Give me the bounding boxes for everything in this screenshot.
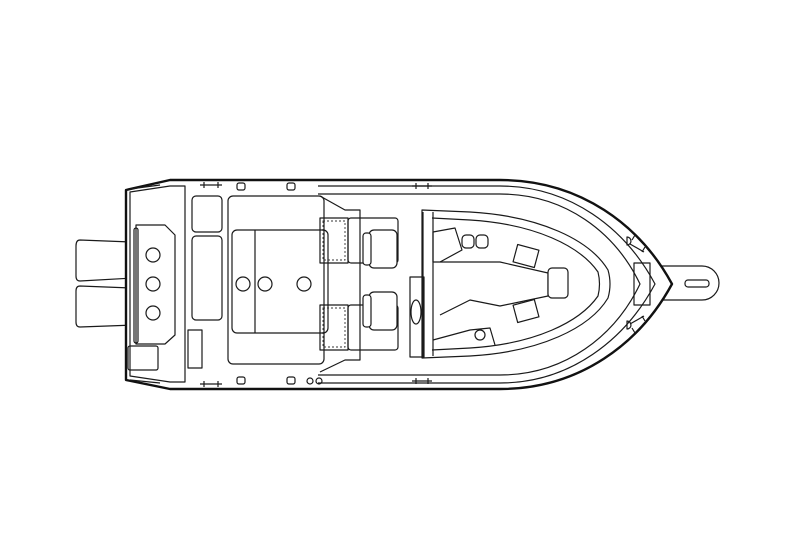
helm-seat-back	[362, 232, 372, 266]
transom-platform	[135, 224, 176, 345]
cockpit-deck	[227, 195, 325, 365]
forward-cockpit-inner	[431, 217, 601, 351]
transom-hatch	[145, 276, 161, 292]
bow-cushion	[512, 298, 540, 324]
stern-cleat	[129, 379, 161, 384]
companion-seat	[368, 291, 398, 331]
cooler	[461, 234, 475, 249]
swim-ladder	[127, 345, 159, 371]
transom-hatch	[145, 305, 161, 321]
aft-locker	[191, 195, 223, 233]
gunwale-outer	[318, 185, 656, 384]
helm-locker-top-hatch	[322, 220, 346, 261]
helm-locker-bottom-hatch	[322, 307, 346, 348]
cooler	[475, 234, 489, 249]
outboard-engine-bottom	[75, 285, 135, 328]
steering-wheel	[410, 299, 422, 325]
bow-table	[547, 267, 569, 299]
bow-console	[432, 227, 463, 263]
fish-box	[231, 229, 329, 334]
deck-drain	[257, 276, 273, 292]
bow-light	[626, 236, 632, 246]
transom-inner	[129, 185, 186, 383]
companion-seat-back	[362, 294, 372, 328]
bow-light	[626, 320, 632, 330]
bow-cleat	[629, 315, 646, 334]
deck-drain	[296, 276, 312, 292]
forward-cockpit-outline	[421, 209, 611, 359]
side-cleats	[200, 182, 432, 387]
cup-holder	[474, 329, 486, 341]
transom-grab-rail	[133, 227, 139, 344]
gunwale-inner	[318, 193, 641, 376]
aft-locker	[191, 235, 223, 321]
deck-drain	[235, 276, 251, 292]
anchor-slot	[684, 279, 710, 288]
hull-outline	[124, 178, 674, 391]
anchor-locker	[633, 262, 651, 306]
outboard-engine-top	[75, 239, 135, 282]
transom-hatch	[145, 247, 161, 263]
bow-storage	[432, 327, 496, 346]
bow-cleat	[629, 234, 646, 253]
helm-dash	[409, 276, 425, 358]
helm-seat	[368, 229, 398, 269]
aft-bulkhead	[187, 329, 203, 369]
bow-cushion	[512, 243, 540, 269]
stern-cleat	[129, 184, 161, 190]
helm-console-frame	[319, 195, 361, 373]
